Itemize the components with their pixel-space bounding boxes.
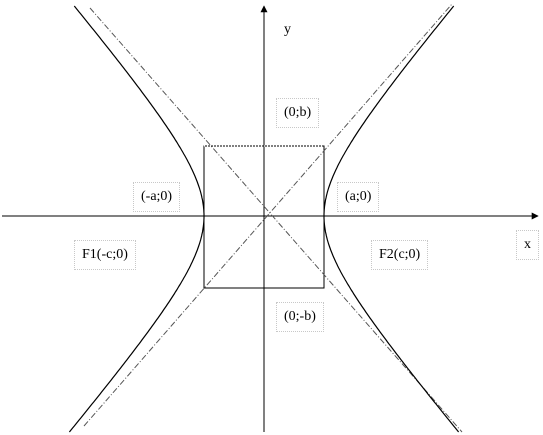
y-axis-label: y (284, 22, 291, 38)
top-vertex-label: (0;b) (276, 98, 320, 128)
bottom-vertex-label: (0;-b) (276, 302, 324, 332)
asymptote-rising (83, 3, 453, 427)
hyperbola-right-branch (323, 5, 460, 433)
left-vertex-label: (-a;0) (133, 182, 181, 212)
asymptote-falling (89, 7, 463, 433)
right-focus-label: F2(c;0) (371, 240, 429, 270)
hyperbola-left-branch (68, 5, 205, 433)
x-axis-label: x (516, 230, 539, 260)
right-vertex-label: (a;0) (337, 182, 380, 212)
left-focus-label: F1(-c;0) (74, 240, 136, 270)
